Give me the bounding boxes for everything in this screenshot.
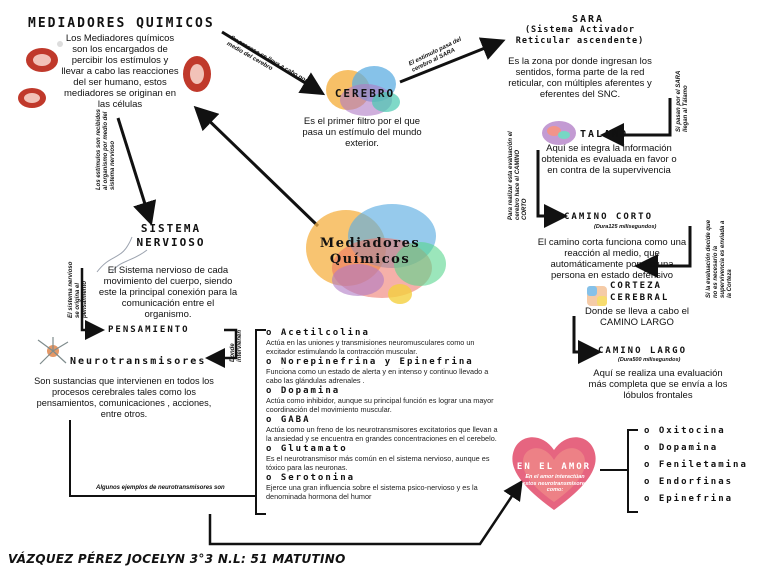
arrow-corteza-largo: [572, 316, 602, 364]
amor-item: o Endorfinas: [644, 477, 734, 487]
nt-item-title: o Glutamato: [266, 444, 348, 454]
arrow-to-amor: [208, 479, 523, 546]
nt-desc-dopamina: Actúa como inhibidor, aunque su principa…: [266, 396, 494, 414]
arrow-pensamiento-neuro: [205, 328, 238, 368]
nt-name-gaba: GABA: [280, 415, 311, 425]
colorful-brain-small-image: [326, 66, 400, 116]
sistema-title: SISTEMA NERVIOSO: [136, 222, 206, 249]
nt-name-norepinefrina: Norepinefrina y Epinefrina: [280, 357, 474, 367]
arrow-sara-talamo: [600, 98, 672, 147]
nt-desc-serotonina: Ejerce una gran influencia sobre el sist…: [266, 483, 478, 501]
nt-item: o Acetilcolina Actúa en las uniones y tr…: [266, 328, 498, 356]
amor-item-dopamina: Dopamina: [658, 443, 719, 453]
amor-title: EN EL AMOR: [516, 462, 592, 472]
arrow-center-mediadores: [193, 105, 320, 228]
arrow-cerebro-sara: [399, 37, 506, 84]
center-title: Mediadores Químicos: [319, 236, 421, 267]
nt-item: o GABA Actúa como un freno de los neurot…: [266, 415, 498, 443]
cerebro-title: CEREBRO: [334, 87, 396, 100]
author-footer: VÁZQUEZ PÉREZ JOCELYN 3°3 N.L: 51 MATUTI…: [8, 552, 346, 566]
colorful-brain-center-image: [306, 204, 446, 304]
nt-item: o Norepinefrina y Epinefrina Funciona co…: [266, 357, 498, 385]
arrow-corto-corteza: [634, 226, 692, 278]
pensamiento-title: PENSAMIENTO: [108, 325, 190, 335]
nt-item-title: o Serotonina: [266, 473, 356, 483]
heart-image: [512, 437, 596, 510]
camino-corto-duration: (Dura125 milisegundos): [594, 224, 657, 230]
amor-list: o Oxitocina o Dopamina o Feniletamina o …: [644, 426, 766, 504]
talamo-text: Aquí se integra la información obtenida …: [541, 143, 677, 176]
cerebro-text: Es el primer filtro por el que pasa un e…: [302, 116, 422, 149]
bracket-amor: [627, 429, 638, 513]
amor-item-endorfinas: Endorfinas: [658, 477, 734, 487]
nt-item-title: o Acetilcolina: [266, 328, 370, 338]
camino-largo-title: CAMINO LARGO: [598, 346, 688, 356]
label-ejemplos: Algunos ejemplos de neurotransmisores so…: [96, 485, 225, 491]
label-to-corto: Para realizar esta evaluación el cerebro…: [508, 131, 528, 220]
red-cell-right-image: [183, 56, 211, 92]
amor-item-epinefrina: Epinefrina: [658, 494, 734, 504]
nt-desc-gaba: Actúa como un freno de los neurotransmis…: [266, 425, 498, 443]
neuro-text: Son sustancias que intervienen en todos …: [34, 376, 214, 419]
arrow-mediadores-sistema: [116, 117, 157, 226]
mediadores-text: Los Mediadores químicos son los encargad…: [61, 33, 179, 110]
sara-subtitle: (Sistema Activador Reticular ascendente): [515, 25, 645, 46]
nt-item: o Dopamina Actúa como inhibidor, aunque …: [266, 386, 498, 414]
nt-desc-glutamato: Es el neurotransmisor más común en el si…: [266, 454, 490, 472]
bracket-neurotransmisores: [255, 329, 266, 515]
nt-item-title: o GABA: [266, 415, 311, 425]
line-ejemplos: [69, 420, 256, 497]
neuron-icon: [37, 337, 69, 365]
arrow-sistema-pensamiento: [80, 268, 105, 340]
amor-item: o Dopamina: [644, 443, 719, 453]
camino-largo-duration: (Dura500 milisegundos): [618, 357, 681, 363]
nt-name-dopamina: Dopamina: [280, 386, 341, 396]
arrow-talamo-corto: [536, 150, 568, 228]
arrow-mediadores-cerebro: [221, 30, 326, 96]
corteza-text: Donde se lleva a cabo el CAMINO LARGO: [584, 306, 690, 328]
nt-item-title: o Norepinefrina y Epinefrina: [266, 357, 474, 367]
amor-item-feniletamina: Feniletamina: [658, 460, 748, 470]
nt-item: o Serotonina Ejerce una gran influencia …: [266, 473, 498, 501]
camino-corto-text: El camino corta funciona como una reacci…: [537, 237, 687, 281]
amor-item-oxitocina: Oxitocina: [658, 426, 726, 436]
sara-text: Es la zona por donde ingresan los sentid…: [508, 56, 652, 100]
camino-largo-text: Aquí se realiza una evaluación más compl…: [588, 368, 728, 401]
red-cells-left-image: [18, 41, 63, 108]
brain-icon-talamo: [542, 121, 576, 145]
nt-item-title: o Dopamina: [266, 386, 341, 396]
nt-desc-norepinefrina: Funciona como un estado de alerta y en i…: [266, 367, 489, 385]
neuron-drawing-image: [96, 236, 148, 273]
camino-corto-title: CAMINO CORTO: [564, 212, 654, 222]
sara-title: SARA: [571, 14, 605, 25]
corteza-title: CORTEZA CEREBRAL: [610, 281, 670, 303]
label-pensamiento: El sistema nervioso se origina el pensam…: [68, 261, 88, 318]
label-to-largo: Si la evaluación decide que no es necesa…: [706, 219, 733, 298]
nt-name-acetilcolina: Acetilcolina: [280, 328, 370, 338]
sistema-text: El Sistema nervioso de cada movimiento d…: [98, 265, 238, 320]
nt-name-glutamato: Glutamato: [280, 444, 348, 454]
neuro-title: Neurotransmisores: [70, 356, 207, 367]
amor-text: En el amor interactúan estos neurotransm…: [522, 474, 588, 493]
talamo-title: TALAMO: [580, 129, 629, 140]
amor-item: o Oxitocina: [644, 426, 726, 436]
label-to-sistema: Los estímulos son recibidos al organismo…: [96, 108, 116, 190]
amor-item: o Feniletamina: [644, 460, 748, 470]
neurotransmitter-list: o Acetilcolina Actúa en las uniones y tr…: [266, 328, 498, 501]
label-donde: Donde intervienen: [230, 329, 243, 362]
amor-item: o Epinefrina: [644, 494, 734, 504]
mediadores-title: MEDIADORES QUIMICOS: [28, 16, 215, 31]
nt-name-serotonina: Serotonina: [280, 473, 356, 483]
label-to-talamo: Si pasan por el SARA llegan al Tálamo: [676, 70, 689, 132]
nt-item: o Glutamato Es el neurotransmisor más co…: [266, 444, 498, 472]
cortex-icon: [587, 286, 607, 306]
nt-desc-acetilcolina: Actúa en las uniones y transmisiones neu…: [266, 338, 475, 356]
